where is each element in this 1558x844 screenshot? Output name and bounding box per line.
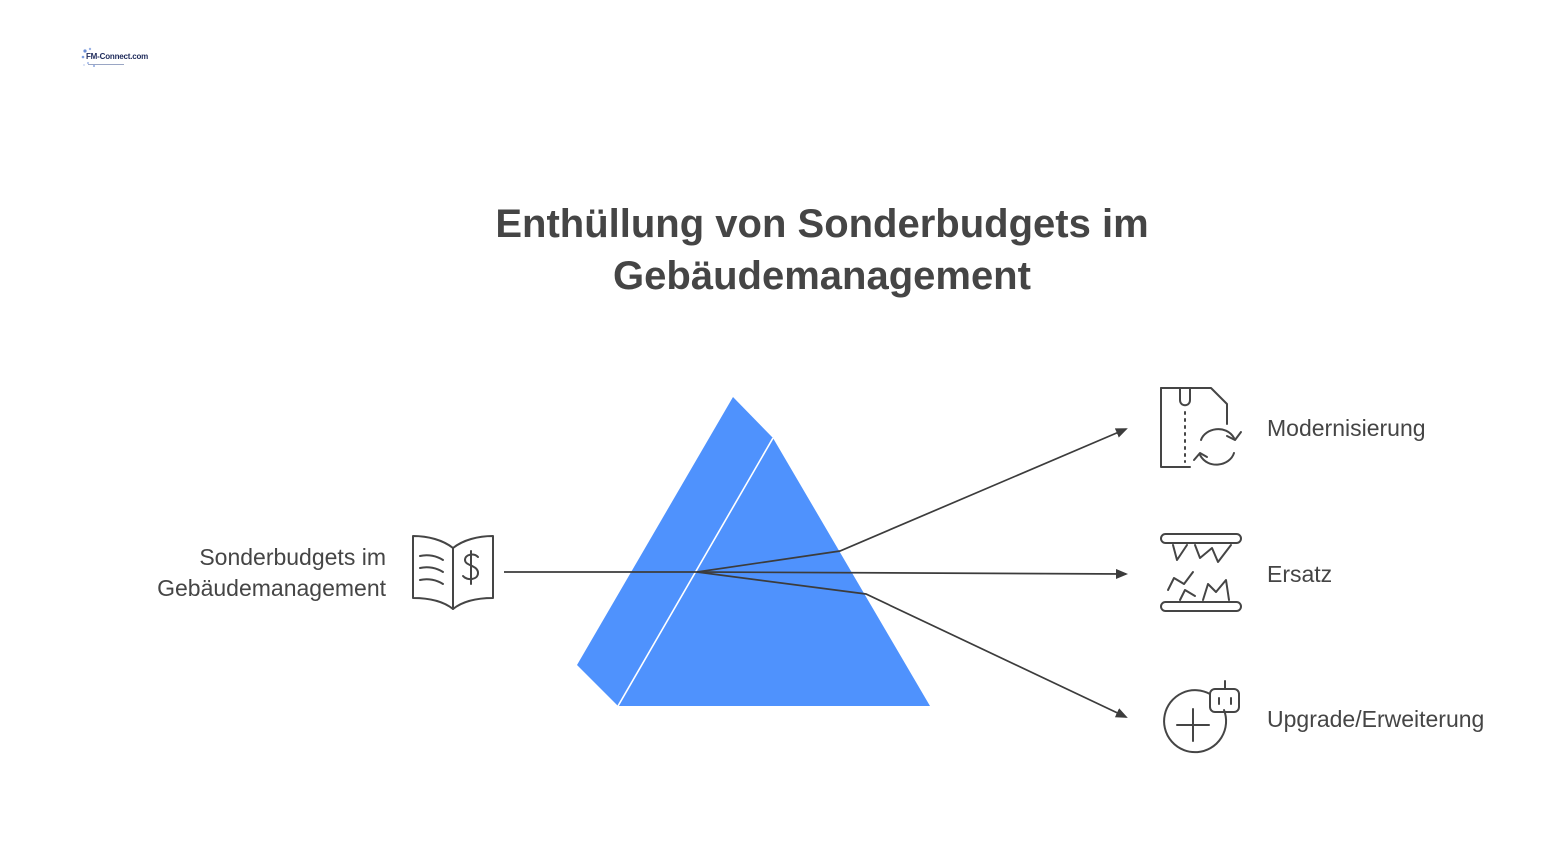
output-label-ersatz: Ersatz: [1267, 561, 1333, 587]
add-robot-icon: [1163, 680, 1240, 754]
source-label-line-2: Gebäudemanagement: [157, 575, 386, 601]
title-line-1: Enthüllung von Sonderbudgets im: [495, 202, 1149, 246]
logo-graphic: [81, 47, 124, 67]
logo-text: FM-Connect.com: [86, 52, 149, 61]
prism-side-face: [577, 397, 773, 706]
source-label-line-1: Sonderbudgets im: [199, 544, 386, 570]
title-line-2: Gebäudemanagement: [613, 254, 1031, 298]
fm-connect-logo: FM-Connect.com: [80, 46, 148, 70]
book-dollar-icon: [412, 535, 494, 610]
output-label-upgrade: Upgrade/Erweiterung: [1267, 706, 1485, 732]
document-refresh-icon: [1160, 387, 1242, 468]
source-label: Sonderbudgets im Gebäudemanagement: [110, 542, 386, 604]
ray-modernisierung: [696, 428, 1128, 573]
output-label-modernisierung: Modernisierung: [1267, 415, 1426, 441]
parts-replace-icon: [1160, 533, 1242, 612]
prism: [577, 397, 930, 707]
light-rays: [504, 428, 1128, 718]
ray-ersatz: [696, 568, 1128, 579]
ray-upgrade: [696, 571, 1128, 718]
page-title: Enthüllung von Sonderbudgets im Gebäudem…: [379, 198, 1265, 302]
